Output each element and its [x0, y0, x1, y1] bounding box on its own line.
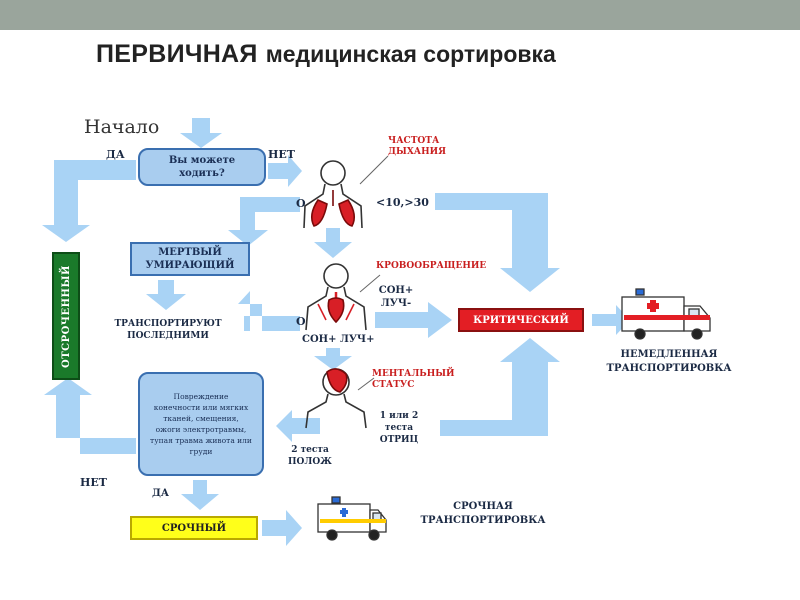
start-label: Начало: [84, 116, 160, 138]
flow-arrows: [42, 118, 630, 546]
circ-zero-label: О: [296, 315, 306, 328]
lungs-figure: [303, 160, 363, 229]
arrow-dead-down: [146, 280, 186, 310]
injury-box: Повреждение конечности или мягких тканей…: [138, 372, 264, 476]
top-bar: [0, 0, 800, 30]
arrow-start-down: [180, 118, 222, 148]
immediate-transport-label: НЕМЕДЛЕННАЯ ТРАНСПОРТИРОВКА: [606, 349, 732, 374]
title-bold: ПЕРВИЧНАЯ: [96, 40, 258, 68]
circulation-label: КРОВООБРАЩЕНИЕ: [376, 261, 487, 271]
urgent-transport-label: СРОЧНАЯ ТРАНСПОРТИРОВКА: [420, 501, 546, 526]
resp-range-label: <10,>30: [376, 196, 429, 209]
resp-zero-label: О: [296, 197, 306, 210]
head-figure: [305, 368, 367, 429]
son-luch-minus-label: СОН+ ЛУЧ-: [378, 285, 414, 309]
no-top-label: НЕТ: [268, 148, 295, 161]
walk-question-box: Вы можете ходить?: [138, 148, 266, 186]
arrow-yes-left-loop: [42, 160, 136, 242]
ambulance-icon-urgent: [317, 496, 387, 541]
resp-rate-label: ЧАСТОТА ДЫХАНИЯ: [388, 136, 447, 157]
arrow-critical-right: [592, 305, 630, 335]
transported-last-label: ТРАНСПОРТИРУЮТ ПОСЛЕДНИМИ: [114, 319, 222, 341]
head-pointer: [357, 377, 375, 391]
arrow-no-loop: [44, 378, 136, 454]
ambulance-icon-immediate: [621, 288, 711, 340]
title-rest: медицинская сортировка: [265, 41, 556, 67]
arrow-mental-critical: [440, 338, 560, 436]
son-luch-plus-label: СОН+ ЛУЧ+: [302, 334, 375, 345]
arrow-injury-down: [181, 480, 219, 510]
delayed-box: ОТСРОЧЕННЫЙ: [52, 252, 80, 380]
arrow-no-right: [268, 155, 302, 187]
arrow-circ-to-dead: [238, 291, 300, 331]
yes-top-label: ДА: [106, 148, 125, 161]
arrow-mental-left: [276, 410, 320, 442]
heart-pointer: [359, 274, 381, 293]
arrow-resp-critical: [435, 193, 560, 292]
urgent-box: СРОЧНЫЙ: [130, 516, 258, 540]
arrow-lungs-down: [314, 228, 352, 258]
arrow-urgent-right: [262, 510, 302, 546]
yes-bottom-label: ДА: [152, 488, 170, 499]
tests-negative-label: 1 или 2 теста ОТРИЦ: [379, 411, 419, 445]
heart-figure: [305, 263, 367, 331]
dead-box: МЕРТВЫЙ УМИРАЮЩИЙ: [130, 242, 250, 276]
delayed-label: ОТСРОЧЕННЫЙ: [60, 264, 72, 368]
no-bottom-label: НЕТ: [80, 476, 107, 489]
arrow-circ-down: [314, 348, 352, 370]
arrow-circ-critical: [375, 302, 452, 338]
lungs-pointer: [359, 155, 389, 185]
mental-status-label: МЕНТАЛЬНЫЙ СТАТУС: [372, 369, 455, 390]
arrow-lungs-to-dead: [228, 197, 300, 246]
tests-positive-label: 2 теста ПОЛОЖ: [288, 445, 332, 467]
critical-box: КРИТИЧЕСКИЙ: [458, 308, 584, 332]
page-title: ПЕРВИЧНАЯ медицинская сортировка: [96, 40, 736, 69]
